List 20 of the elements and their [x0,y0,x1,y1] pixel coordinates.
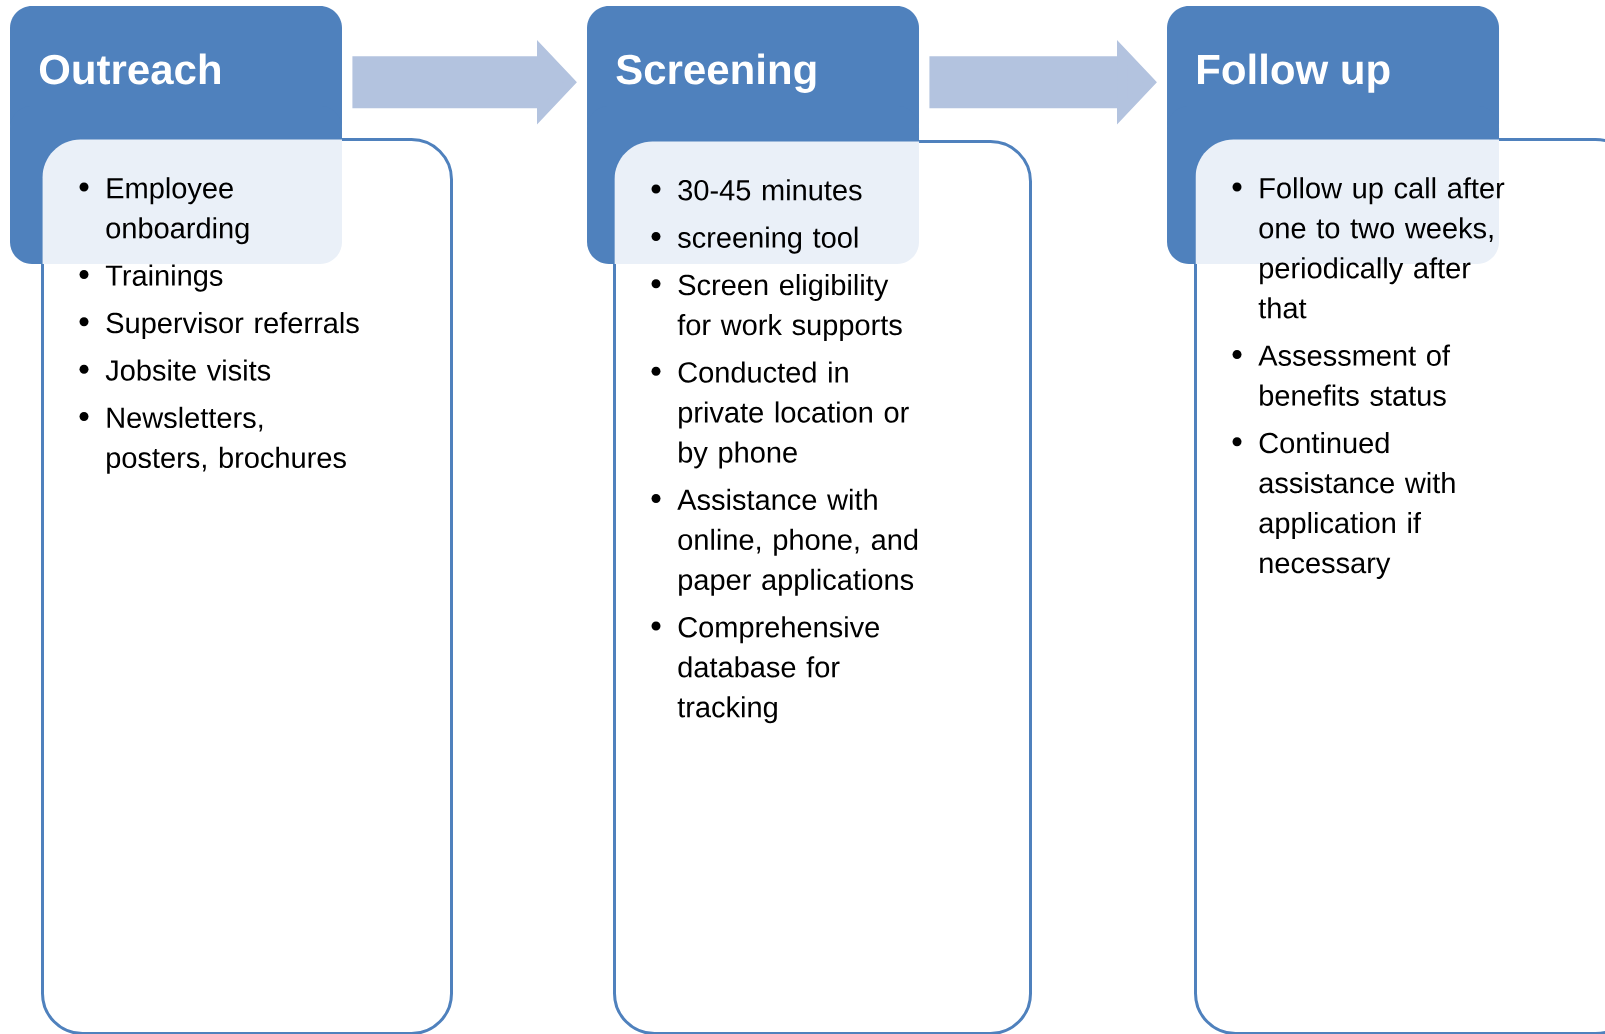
content-box: 30-45 minutes screening tool Screen eligibility for work supports Conducted in private location or by phone Assistance with online, phone, and paper applications Comprehensive database for tracking [587,106,1032,1034]
node-label: Screen eligibility for work supports [677,273,902,342]
node-label: Jobsite visits [105,359,271,381]
node-label: Trainings [105,264,223,292]
node-label: Assessment of benefits status [1258,344,1451,406]
node-label: Employee onboarding [106,177,249,245]
node-label: Follow up [1198,53,1390,93]
node-label: Assistance with online, phone, and paper applications [677,488,918,596]
node-label: 30-45 minutes [678,179,862,201]
node-label: Conducted in private location or by phone [678,361,909,469]
node-label: screening tool [678,226,858,254]
content-box: Employee onboarding Trainings Supervisor referrals Jobsite visits Newsletters, posters, brochures [10,106,453,1034]
node-label: Supervisor referrals [106,311,359,340]
node-label: Newsletters, posters, brochures [107,406,346,474]
node-label: Continued assistance with application if necessary [1259,431,1455,580]
node-label: Comprehensive database for tracking [677,616,879,724]
node-label: Follow up call after one to two weeks, periodically after that [1258,177,1505,319]
content-box: Follow up call after one to two weeks, periodically after that Assessment of benefits status Continued assistance with application if necessary [1167,106,1605,1034]
node-label: Outreach [39,53,220,85]
node-label: Screening [616,53,816,93]
